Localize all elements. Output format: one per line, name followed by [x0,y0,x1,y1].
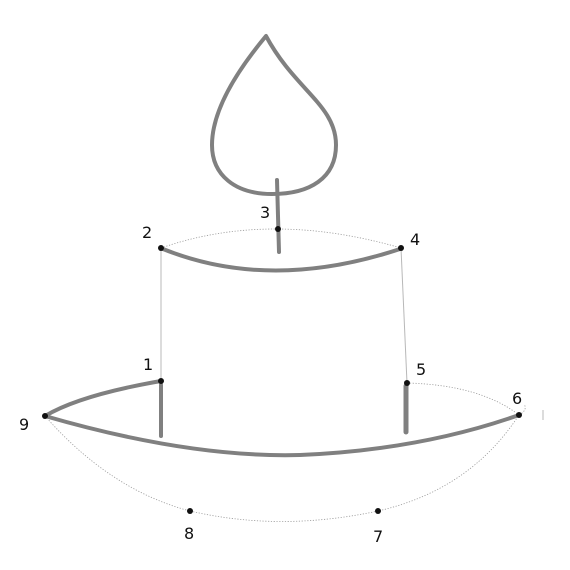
dot-1[interactable] [158,378,164,384]
dot-5[interactable] [404,380,410,386]
label-4: 4 [410,230,420,249]
saucer-rim-left [43,379,163,418]
label-7: 7 [373,527,383,546]
dot-9[interactable] [42,413,48,419]
guide-2-3-4 [160,228,402,249]
dot-7[interactable] [375,508,381,514]
label-8: 8 [184,524,194,543]
dot-labels: 1 2 3 4 5 6 7 8 9 [19,203,522,546]
dots [42,226,522,514]
dot-4[interactable] [398,245,404,251]
label-1: 1 [143,355,153,374]
label-5: 5 [416,360,426,379]
candle-top-rim [161,247,402,273]
label-3: 3 [260,203,270,222]
guide-4-5 [400,247,408,384]
dot-8[interactable] [187,508,193,514]
saucer-front-rim [43,413,521,458]
dot-2[interactable] [158,245,164,251]
wick [275,178,281,254]
label-2: 2 [142,223,152,242]
guide-5-6 [406,382,520,416]
flame-outline [210,34,338,196]
dot-3[interactable] [275,226,281,232]
label-6: 6 [512,389,522,408]
guide-9-8-7-6 [44,414,520,522]
label-9: 9 [19,415,29,434]
dot-6[interactable] [516,412,522,418]
